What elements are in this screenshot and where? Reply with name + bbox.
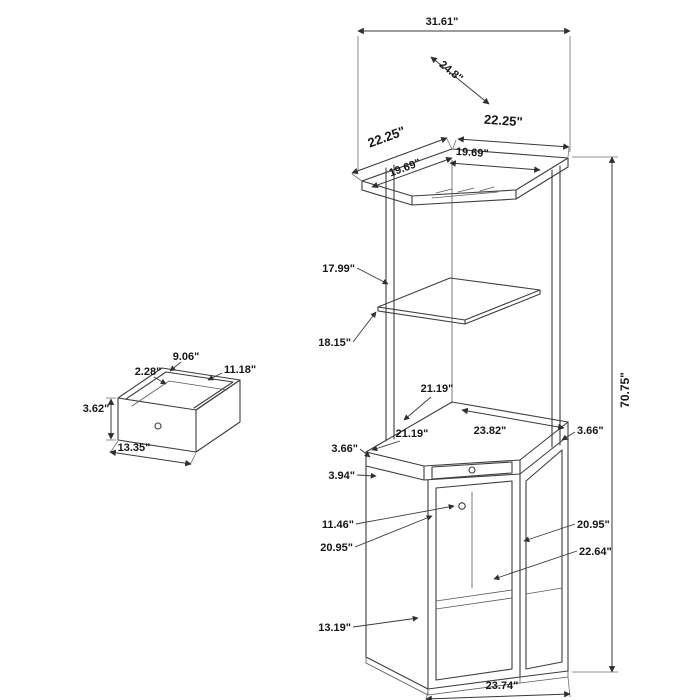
top-slab-corner-ticks xyxy=(411,189,517,206)
dim-counter-thickness-right-label: 3.66" xyxy=(577,425,604,437)
leader-counter-thickness-left xyxy=(359,448,371,458)
counter-corner-ticks xyxy=(423,459,521,481)
drawer-inner-bottom xyxy=(131,380,228,407)
dim-counter-edge-left-a-label: 21.19" xyxy=(421,383,454,395)
leader-counter-edge-left-a xyxy=(403,396,432,421)
interior-shelf xyxy=(435,587,563,610)
leader-drawer-inner-depth xyxy=(207,372,223,381)
left-post xyxy=(385,164,395,442)
leader-shelf-to-base xyxy=(352,615,419,628)
dim-drawer-front-height-label: 3.94" xyxy=(328,470,355,482)
cabinet-left-panel xyxy=(365,465,429,690)
leader-top-to-shelf xyxy=(356,267,389,285)
dim-top-edge-right-label: 22.25" xyxy=(483,112,523,130)
dim-drawer-inner-depth-label: 11.18" xyxy=(224,364,256,376)
dim-top-width-label: 31.61" xyxy=(426,16,459,28)
dim-base-width-label: 23.74" xyxy=(486,680,519,692)
dim-door-width-right-label: 20.95" xyxy=(577,519,610,531)
dim-counter-edge-right-label: 23.82" xyxy=(474,425,507,437)
dim-counter-edge-left-b-label: 21.19" xyxy=(396,428,429,440)
ext-overall-height xyxy=(572,156,618,673)
drawer-front xyxy=(431,461,513,480)
dim-drawer-height-label: 3.62" xyxy=(83,403,110,415)
door-knob xyxy=(458,502,466,510)
dim-overall-height-label: 70.75" xyxy=(618,372,632,408)
leader-door-width-left xyxy=(354,515,433,548)
dim-top-edge-left-label: 22.25" xyxy=(366,123,407,150)
door-frame-inner xyxy=(435,480,513,681)
glass-shelf-face xyxy=(377,277,541,321)
dim-top-to-shelf-label: 17.99" xyxy=(322,263,355,275)
dimension-labels: 31.61" 24.8" 22.25" 19.69" 22.25" 19.69"… xyxy=(83,16,632,692)
leader-door-width-right xyxy=(523,523,576,543)
dim-top-inner-right-label: 19.69" xyxy=(455,146,489,160)
leader-drawer-inner-width xyxy=(169,361,182,372)
dimline-top-depth-diag xyxy=(430,56,490,105)
dimension-lines xyxy=(106,27,618,700)
dim-drawer-side-thickness-label: 2.28" xyxy=(135,366,162,378)
dimline-top-edge-left xyxy=(351,136,448,175)
dim-side-glass-height-label: 22.64" xyxy=(579,546,612,558)
glass-shelf-thickness xyxy=(377,289,541,325)
drawer-detail-knob xyxy=(154,422,162,430)
right-post xyxy=(551,165,561,448)
dim-counter-thickness-left-label: 3.66" xyxy=(331,443,358,455)
dimline-base-width xyxy=(425,690,571,700)
leader-counter-edge-left-b xyxy=(371,440,401,452)
counter-top-face xyxy=(365,401,569,467)
drawer-detail-line-art xyxy=(117,367,241,453)
leader-counter-thickness-right xyxy=(561,431,576,441)
stemware-rack xyxy=(431,186,499,199)
dim-shelf-to-counter-label: 18.15" xyxy=(318,337,351,349)
dim-drawer-front-width-label: 13.35" xyxy=(118,442,151,454)
drawer-rim-inner xyxy=(125,371,234,409)
drawer-side-wall xyxy=(195,379,241,453)
side-glass-frame xyxy=(525,449,563,670)
dimline-counter-edge-right xyxy=(461,407,565,431)
ext-drawer-height xyxy=(106,397,116,441)
dimline-top-inner-right xyxy=(449,160,541,173)
cabinet-line-art xyxy=(361,148,569,696)
leader-drawer-front-height xyxy=(356,472,377,479)
ext-top-edges xyxy=(351,138,570,182)
dim-shelf-to-base-label: 13.19" xyxy=(318,622,351,634)
leader-drawer-side-thickness xyxy=(153,376,167,385)
dim-door-top-offset-label: 11.46" xyxy=(322,519,354,531)
dim-top-inner-left-label: 19.69" xyxy=(388,157,423,179)
dimline-drawer-front-width xyxy=(109,449,192,467)
dim-drawer-inner-width-label: 9.06" xyxy=(173,351,200,363)
cabinet-door-outline xyxy=(427,473,521,690)
drawer-knob xyxy=(468,466,476,474)
leader-side-glass-height xyxy=(493,550,578,581)
leader-door-top-offset xyxy=(355,504,455,525)
dimline-top-inner-left xyxy=(371,156,453,189)
leader-shelf-to-counter xyxy=(352,311,377,343)
dim-door-width-left-label: 20.95" xyxy=(320,542,353,554)
dimline-top-edge-right xyxy=(457,136,570,150)
counter-apron xyxy=(365,421,569,481)
top-slab-thickness xyxy=(361,157,569,206)
